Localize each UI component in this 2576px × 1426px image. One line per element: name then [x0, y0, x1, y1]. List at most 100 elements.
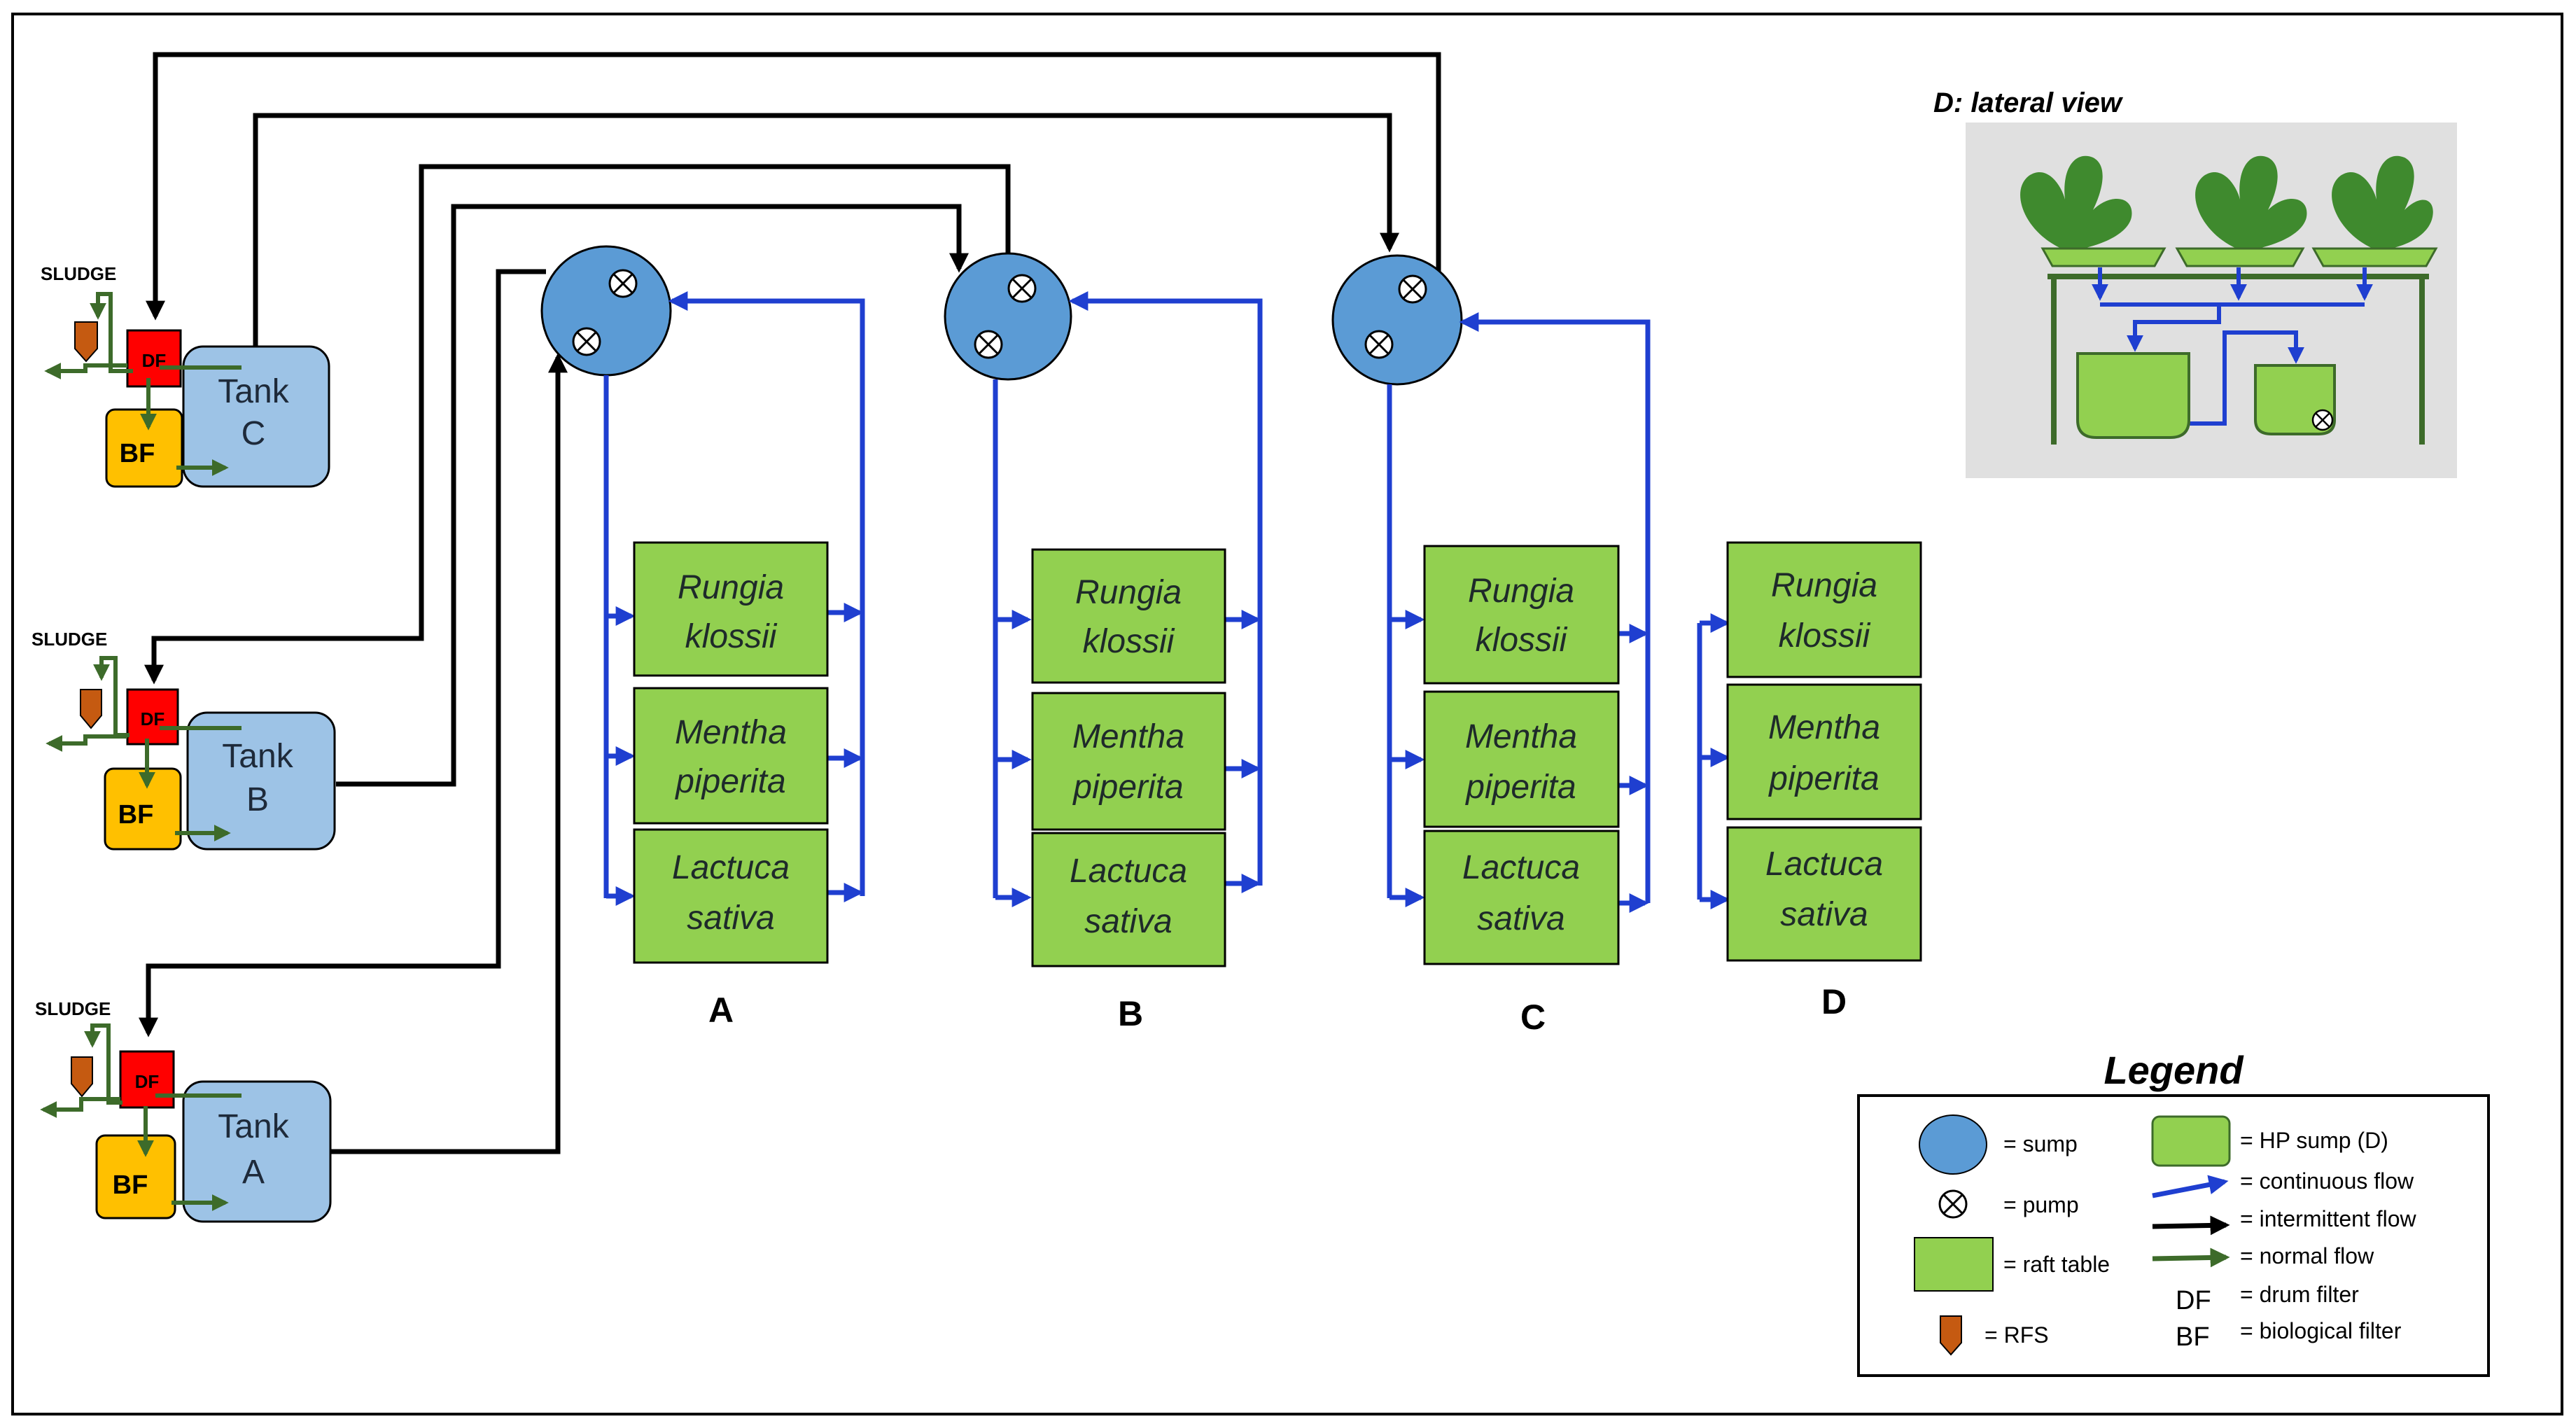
raft-b-mentha-line2: piperita	[1072, 769, 1183, 806]
legend-pump-icon	[1938, 1189, 1968, 1219]
flow-tank-a-to-sump-a	[330, 353, 568, 1154]
pump-icon	[608, 269, 638, 298]
raft-d-lactuca-line2: sativa	[1780, 896, 1868, 933]
system-b-rafts: Rungia klossii Mentha piperita Lactuca s…	[1031, 548, 1226, 967]
flow-tank-c-to-sump-c	[253, 113, 1399, 347]
raft-d-mentha	[1726, 683, 1922, 820]
legend-pump-text: = pump	[2003, 1192, 2079, 1217]
raft-d-rungia-line2: klossii	[1779, 617, 1871, 655]
lateral-view: D: lateral view	[1933, 88, 2457, 478]
legend-bf-text: = biological filter	[2240, 1318, 2402, 1343]
raft-c-rungia-line1: Rungia	[1468, 573, 1574, 610]
legend-raft-text: = raft table	[2003, 1252, 2110, 1277]
legend-raft-icon	[1914, 1237, 1994, 1292]
legend-hp-sump-text: = HP sump (D)	[2240, 1128, 2388, 1153]
raft-d-rungia-line1: Rungia	[1771, 567, 1877, 604]
tank-b-letter: B	[246, 781, 269, 818]
raft-d-mentha-line2: piperita	[1768, 760, 1879, 797]
bf-c-label: BF	[120, 439, 155, 468]
sludge-a-label: SLUDGE	[35, 998, 111, 1019]
raft-b-rungia	[1031, 548, 1226, 684]
tank-a-group: Tank A DF BF SLUDGE	[35, 998, 332, 1223]
pump-icon	[974, 330, 1003, 359]
plant-icon	[2020, 155, 2433, 249]
raft-c-lactuca-line1: Lactuca	[1462, 849, 1580, 886]
flow-sump-c-to-df-c	[146, 52, 1441, 321]
tank-a-label: Tank	[218, 1108, 289, 1145]
pump-icon	[1364, 330, 1394, 359]
raft-a-lactuca-line2: sativa	[687, 900, 774, 937]
bf-a	[95, 1134, 176, 1219]
tank-a	[182, 1080, 332, 1223]
raft-a-lactuca-line1: Lactuca	[672, 849, 790, 886]
sump-c	[1331, 254, 1463, 386]
legend-rfs-text: = RFS	[1984, 1322, 2049, 1348]
legend-df-abbr: DF	[2176, 1286, 2211, 1315]
tank-b-group: Tank B DF BF SLUDGE	[31, 629, 336, 851]
lateral-view-title: D: lateral view	[1933, 88, 2124, 118]
pump-icon	[2311, 409, 2334, 431]
raft-c-mentha-line2: piperita	[1464, 769, 1576, 806]
legend-intermittent-arrow	[2152, 1215, 2230, 1236]
raft-c-mentha-line1: Mentha	[1465, 718, 1577, 755]
legend: Legend = sump = pump = raft table = RFS …	[1857, 1048, 2490, 1377]
legend-continuous-arrow	[2152, 1175, 2229, 1198]
bf-c	[105, 408, 183, 488]
legend-sump-icon	[1919, 1114, 1987, 1175]
bf-b	[104, 767, 182, 851]
sludge-c-label: SLUDGE	[41, 263, 116, 284]
tank-b	[186, 711, 336, 851]
raft-b-mentha-line1: Mentha	[1072, 718, 1184, 755]
raft-b-lactuca	[1031, 832, 1226, 967]
legend-hp-sump-icon	[2151, 1115, 2231, 1167]
system-c-rafts: Rungia klossii Mentha piperita Lactuca s…	[1423, 545, 1620, 965]
raft-a-rungia	[633, 541, 829, 677]
flow-sump-a-to-df-a	[139, 269, 546, 1037]
continuous-flow-lines	[603, 291, 1730, 913]
pump-icon	[1007, 274, 1037, 303]
sump-a	[540, 245, 672, 377]
raft-c-rungia-line2: klossii	[1476, 622, 1568, 659]
system-c-label: C	[1520, 998, 1546, 1037]
rfs-c	[74, 321, 98, 363]
system-b-label: B	[1118, 994, 1143, 1033]
raft-c-mentha	[1423, 690, 1620, 828]
sludge-b-label: SLUDGE	[31, 629, 107, 650]
raft-c-lactuca-line2: sativa	[1477, 900, 1564, 937]
legend-sump-text: = sump	[2003, 1131, 2078, 1156]
df-b	[126, 688, 179, 746]
rfs-a	[71, 1056, 93, 1098]
legend-normal-arrow	[2152, 1247, 2230, 1268]
tank-c-letter: C	[241, 415, 266, 452]
tank-c	[182, 345, 330, 488]
legend-normal-text: = normal flow	[2240, 1243, 2374, 1268]
raft-d-lactuca	[1726, 826, 1922, 962]
flow-sump-b-to-df-b	[144, 164, 1011, 685]
raft-b-lactuca-line2: sativa	[1084, 903, 1172, 940]
raft-c-rungia	[1423, 545, 1620, 685]
legend-df-text: = drum filter	[2240, 1282, 2359, 1307]
flow-tank-b-to-sump-b	[336, 204, 969, 787]
df-c	[126, 329, 182, 388]
raft-d-mentha-line1: Mentha	[1768, 709, 1880, 746]
df-a	[119, 1050, 175, 1109]
hp-sump-large	[2076, 352, 2190, 439]
tank-c-group: Tank C DF BF SLUDGE	[41, 263, 330, 488]
legend-bf-abbr: BF	[2176, 1322, 2210, 1352]
pump-icon	[572, 327, 601, 356]
system-d-rafts: Rungia klossii Mentha piperita Lactuca s…	[1726, 541, 1922, 962]
sump-b	[944, 252, 1072, 381]
tank-b-label: Tank	[222, 738, 293, 775]
bf-a-label: BF	[113, 1170, 148, 1200]
legend-rfs-icon	[1940, 1315, 1962, 1356]
raft-a-mentha-line1: Mentha	[675, 714, 787, 751]
raft-a-rungia-line2: klossii	[685, 618, 778, 655]
tank-c-label: Tank	[218, 373, 289, 410]
bf-b-label: BF	[118, 800, 154, 830]
legend-intermittent-text: = intermittent flow	[2240, 1206, 2417, 1231]
raft-b-rungia-line1: Rungia	[1075, 574, 1182, 611]
system-d-label: D	[1821, 982, 1847, 1021]
raft-a-rungia-line1: Rungia	[678, 569, 784, 606]
intermittent-flow-lines	[139, 52, 1441, 1154]
